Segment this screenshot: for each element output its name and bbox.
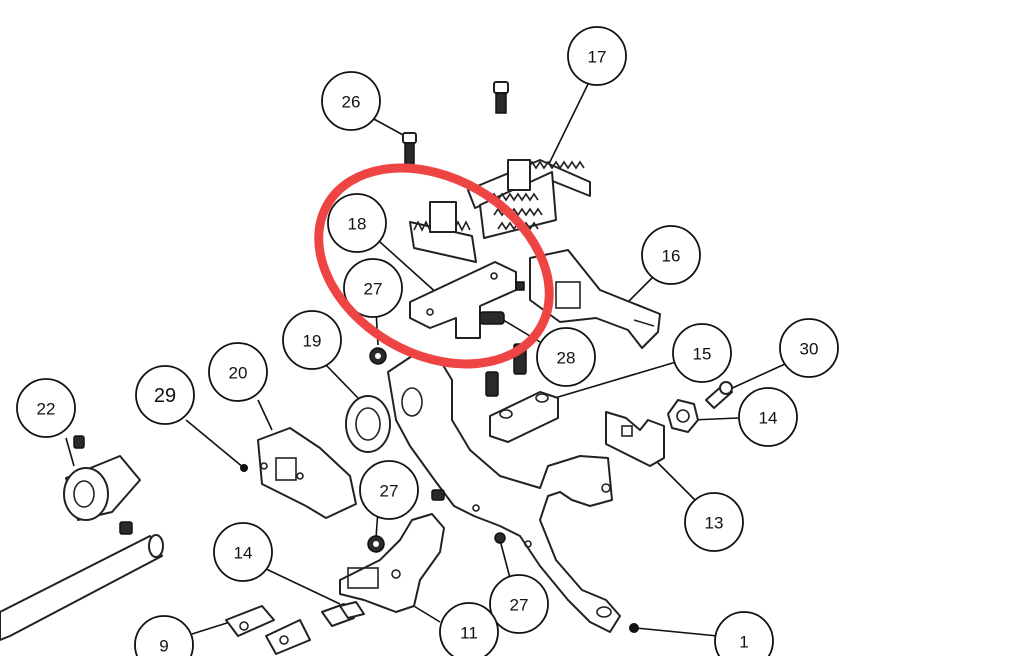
callout-30-label: 30 [800, 340, 819, 359]
callout-27b-label: 27 [380, 482, 399, 501]
highlight-ellipse [314, 163, 554, 369]
callout-14a: 14 [738, 387, 798, 447]
nut-14b [321, 601, 365, 627]
callout-27a: 27 [343, 258, 403, 318]
callout-29-label: 29 [154, 385, 176, 407]
callout-27c: 27 [489, 574, 549, 634]
callout-14a-label: 14 [759, 409, 778, 428]
bracket-13 [605, 411, 665, 467]
callout-14b: 14 [213, 522, 273, 582]
callout-18-label: 18 [348, 215, 367, 234]
set-screw-22b [119, 521, 133, 535]
callout-29: 29 [135, 365, 195, 425]
callout-26-label: 26 [342, 93, 361, 112]
callout-20-label: 20 [229, 364, 248, 383]
callout-19-label: 19 [303, 332, 322, 351]
callout-27a-label: 27 [364, 280, 383, 299]
callout-18: 18 [327, 193, 387, 253]
screw-top [493, 81, 509, 114]
screw-26 [402, 132, 417, 166]
callout-15: 15 [672, 323, 732, 383]
callout-17-label: 17 [588, 48, 607, 67]
callout-28-label: 28 [557, 349, 576, 368]
shaft [0, 534, 164, 641]
callout-13-label: 13 [705, 514, 724, 533]
callout-26: 26 [321, 71, 381, 131]
feed-dog-18 [409, 201, 477, 263]
callout-15-label: 15 [693, 345, 712, 364]
screw-30 [705, 381, 733, 409]
linkage-9 [225, 605, 311, 655]
pin-29 [240, 464, 248, 472]
main-arm [387, 355, 621, 633]
callout-14b-label: 14 [234, 544, 253, 563]
block-15 [489, 391, 559, 443]
callout-19: 19 [282, 310, 342, 370]
lever-20 [257, 427, 357, 519]
callout-1-label: 1 [739, 633, 748, 652]
callouts: 17 26 18 16 27 19 28 15 [16, 26, 839, 656]
callout-20: 20 [208, 342, 268, 402]
callout-30: 30 [779, 318, 839, 378]
callout-1: 1 [714, 611, 774, 656]
callout-9-label: 9 [159, 637, 168, 656]
crank-11 [339, 513, 445, 613]
set-screw-27c [494, 532, 506, 544]
pin-1 [629, 623, 639, 633]
callout-16: 16 [641, 225, 701, 285]
callout-13: 13 [684, 492, 744, 552]
parts [0, 81, 733, 655]
bushing-19 [345, 395, 391, 453]
callout-27b: 27 [359, 460, 419, 520]
callout-27c-label: 27 [510, 596, 529, 615]
set-screw-arm [431, 489, 445, 501]
callout-16-label: 16 [662, 247, 681, 266]
feed-dog-bracket [409, 261, 525, 339]
bushing-22 [63, 455, 141, 521]
callout-22: 22 [16, 378, 76, 438]
callout-11-label: 11 [460, 624, 478, 643]
callout-28: 28 [536, 327, 596, 387]
set-screw-27a [369, 347, 387, 365]
callout-22-label: 22 [37, 400, 56, 419]
set-screw-27b [367, 535, 385, 553]
callout-17: 17 [567, 26, 627, 86]
nut-14a [667, 399, 699, 433]
callout-11: 11 [439, 602, 499, 656]
callout-9: 9 [134, 615, 194, 656]
set-screw-22a [73, 435, 85, 449]
